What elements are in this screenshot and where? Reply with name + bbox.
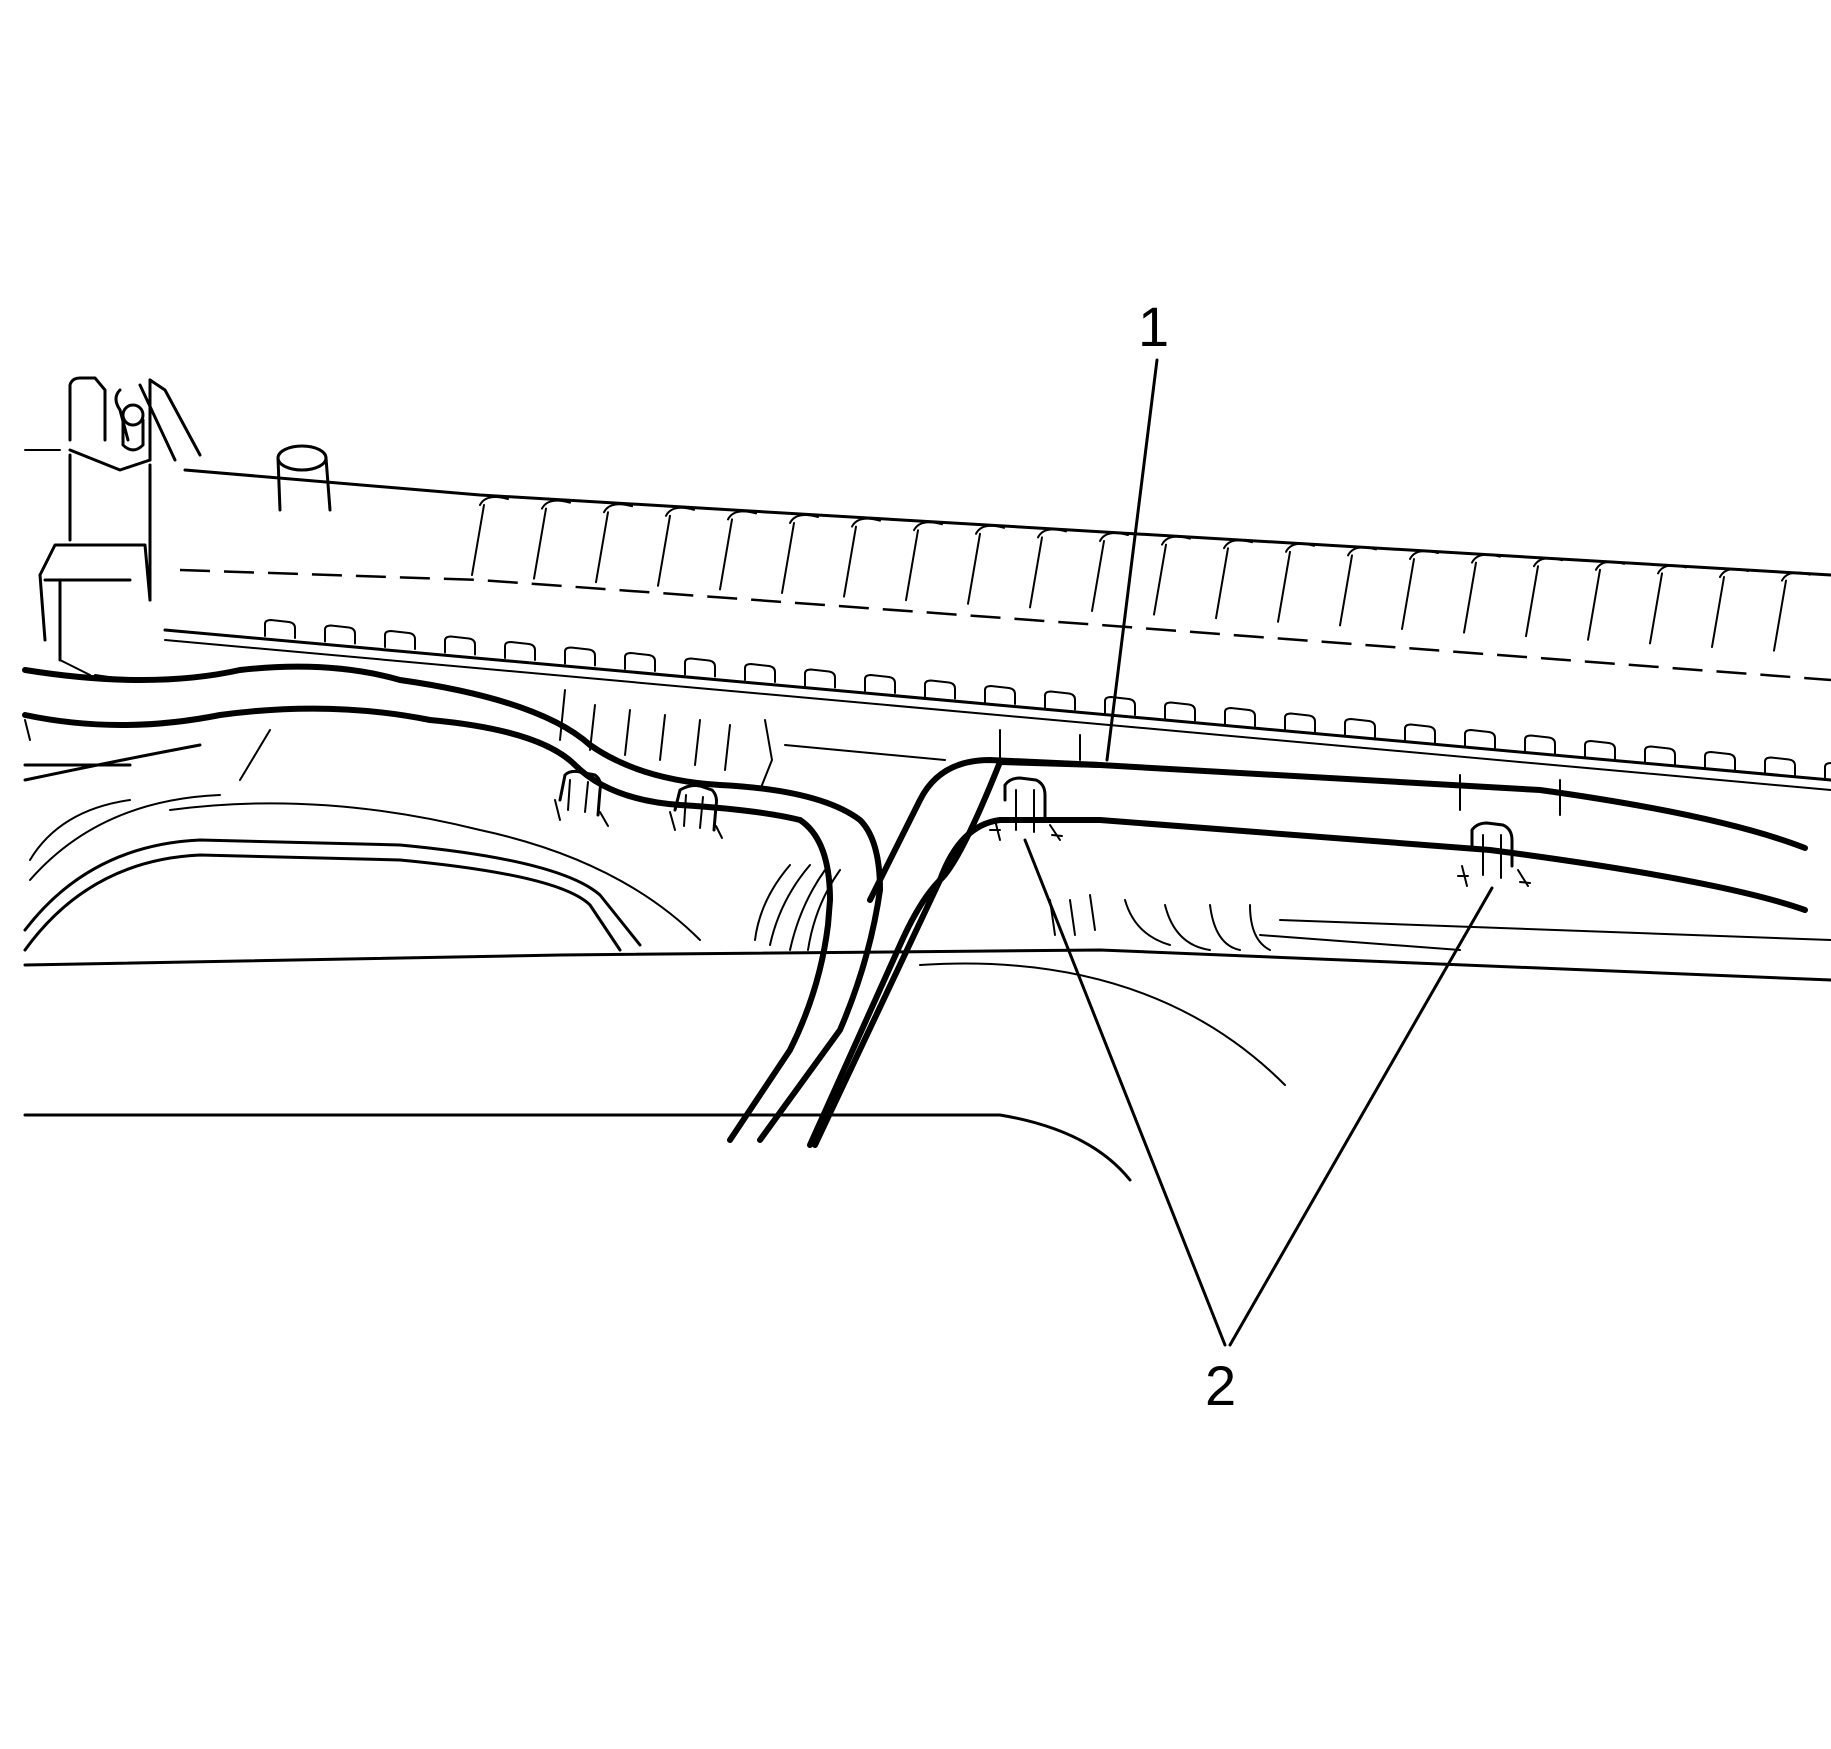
radiator-fins xyxy=(471,496,1811,652)
tab xyxy=(504,641,536,661)
leader-2b xyxy=(1228,886,1494,1347)
tab xyxy=(264,619,296,639)
hose-clips xyxy=(554,769,1531,887)
tab xyxy=(1404,723,1436,744)
tab xyxy=(1284,712,1316,733)
tab xyxy=(684,657,716,678)
fin xyxy=(1277,542,1315,623)
fin xyxy=(1029,528,1067,609)
fin xyxy=(967,524,1005,605)
tab xyxy=(1644,745,1676,766)
fin xyxy=(1091,532,1129,612)
fin xyxy=(1463,553,1501,634)
tab xyxy=(444,635,476,656)
fin xyxy=(1711,568,1749,648)
tab xyxy=(1044,690,1076,711)
fin xyxy=(905,521,943,602)
fin xyxy=(843,517,881,598)
callout-2: 2 xyxy=(1205,1354,1236,1417)
tab xyxy=(624,652,656,672)
tab xyxy=(384,630,416,650)
leader-2a xyxy=(1023,838,1227,1347)
tab xyxy=(1104,696,1136,716)
fan-shroud xyxy=(23,689,1831,1182)
tab xyxy=(1344,718,1376,738)
fin xyxy=(1525,557,1563,638)
clip-2-left xyxy=(989,776,1063,841)
fin xyxy=(781,514,819,594)
fin xyxy=(471,496,509,576)
tab xyxy=(984,685,1016,705)
tab xyxy=(564,646,596,667)
tab xyxy=(1164,701,1196,722)
clip-2-right xyxy=(1457,821,1531,887)
fin xyxy=(533,499,571,580)
callout-1: 1 xyxy=(1138,295,1169,358)
fin xyxy=(595,503,633,584)
tab xyxy=(864,674,896,694)
coolant-hoses xyxy=(22,663,1808,1148)
tab xyxy=(1524,734,1556,755)
fin xyxy=(1649,564,1687,645)
tab xyxy=(1224,707,1256,727)
fin xyxy=(1215,539,1253,620)
radiator-assembly xyxy=(24,376,1831,791)
fin xyxy=(1587,560,1625,641)
radiator-tabs xyxy=(264,619,1831,780)
fin xyxy=(1773,571,1811,652)
leader-lines xyxy=(1023,358,1494,1347)
fin xyxy=(657,506,695,587)
tab xyxy=(1824,762,1831,780)
fin xyxy=(1401,550,1439,630)
fin xyxy=(1153,535,1191,616)
tab xyxy=(1584,740,1616,760)
fin xyxy=(1339,546,1377,627)
tab xyxy=(804,668,836,689)
tab xyxy=(1764,756,1796,777)
leader-1 xyxy=(1105,358,1159,762)
tab xyxy=(924,679,956,700)
fin xyxy=(719,510,757,591)
tab xyxy=(324,624,356,645)
clip-left-b xyxy=(669,784,723,839)
tab xyxy=(1704,751,1736,771)
tab xyxy=(1464,729,1496,749)
clip-left-a xyxy=(554,769,609,827)
tab xyxy=(744,663,776,683)
